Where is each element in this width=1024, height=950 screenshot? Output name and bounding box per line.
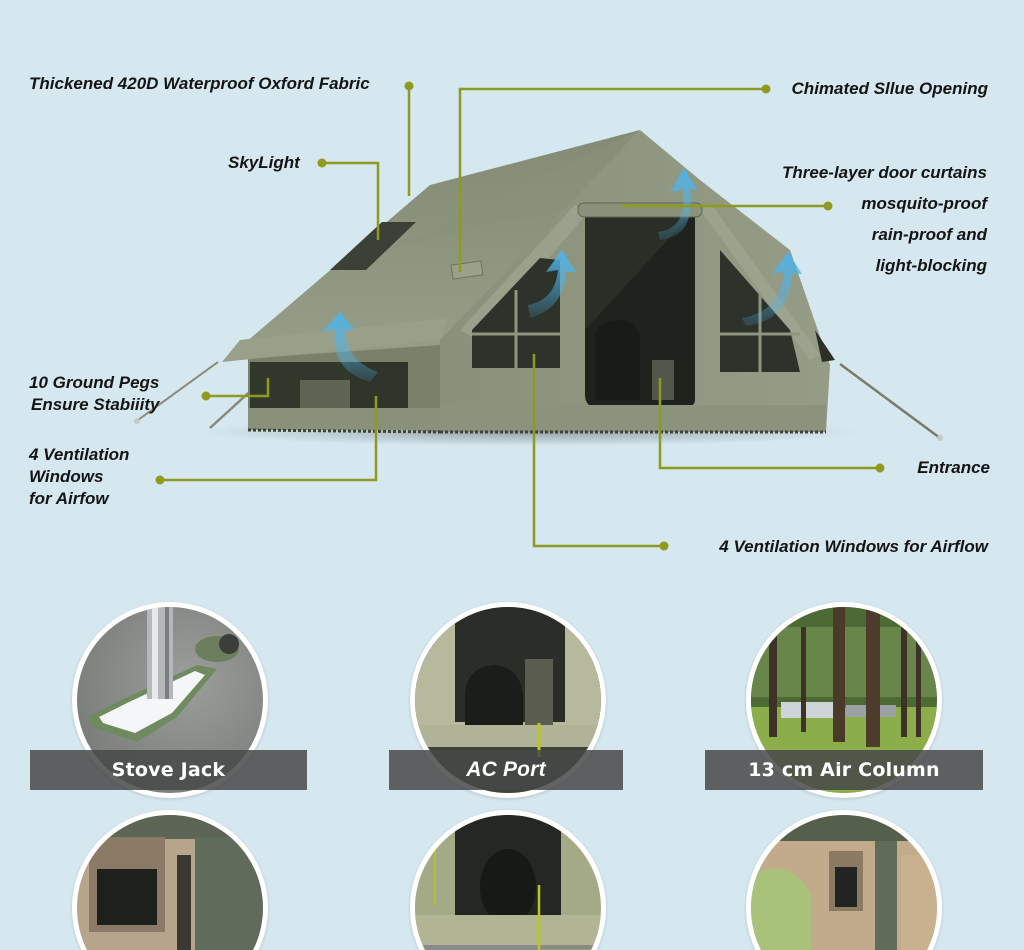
callout-door-line-4: light-blocking [875,256,987,275]
tent-door [585,210,695,408]
callout-fabric: Thickened 420D Waterproof Oxford Fabric [29,74,370,93]
door-opening-photo [410,810,606,950]
skylight-window [330,222,416,270]
front-window-left [472,258,560,368]
tent-side-wall [248,340,440,432]
callout-vent-line-1: 4 Ventilation [29,445,130,464]
interior-air-column-photo [746,810,942,950]
callout-door-curtains: Three-layer door curtains mosquito-proof… [782,157,987,281]
interior-window-photo [72,810,268,950]
callout-ground-pegs: 10 Ground Pegs Ensure Stabiiity [29,372,159,416]
chimney-flap [450,260,484,280]
callout-chimney-opening: Chimated Sllue Opening [791,79,988,98]
callout-vent-line-3: for Airfow [29,489,109,508]
callout-ventilation-bottom: 4 Ventilation Windows for Airflow [719,537,988,556]
callout-ventilation-left: 4 Ventilation Windows for Airfow [29,444,129,510]
airflow-arrow-icon [322,168,802,382]
callout-entrance: Entrance [917,458,990,477]
callout-pegs-line-2: Ensure Stabiiity [31,395,160,414]
callout-door-line-3: rain-proof and [871,225,987,244]
callout-vent-line-2: Windows [29,467,104,486]
caption-ac-port: AC Port [389,750,623,790]
callout-skylight: SkyLight [228,153,300,172]
tent-front-gable [440,130,830,432]
tent-shadow [200,418,860,446]
caption-stove-jack: Stove Jack [30,750,307,790]
caption-air-column: 13 cm Air Column [705,750,983,790]
callout-pegs-line-1: 10 Ground Pegs [29,373,160,392]
callout-door-line-1: Three-layer door curtains [781,163,987,182]
callout-door-line-2: mosquito-proof [861,194,987,213]
